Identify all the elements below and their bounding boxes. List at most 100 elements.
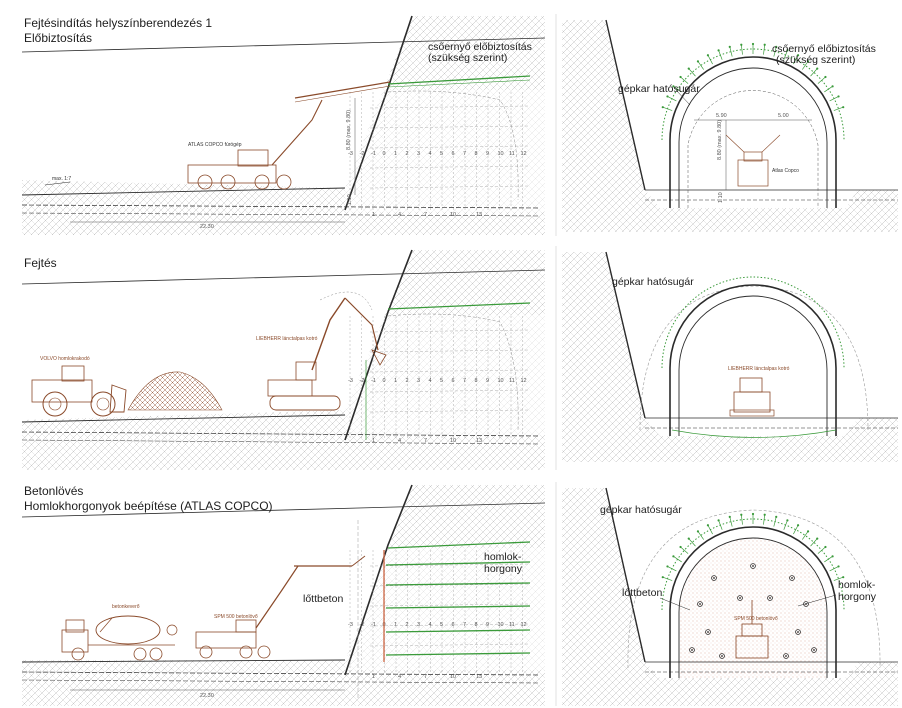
ring-number: 5: [440, 378, 443, 384]
liebherr-front-view: [729, 377, 775, 417]
ring-number-low: 1: [372, 212, 375, 218]
anchor-point-center: [785, 655, 787, 657]
pipe-tick-head: [763, 43, 766, 46]
ring-number: 0: [383, 151, 386, 157]
pipe-tick-head: [831, 555, 834, 558]
radius-label: gépkar hatósugár: [612, 276, 694, 288]
invert-line-2: [21, 212, 541, 217]
pipe-umbrella-ticks: [661, 512, 845, 581]
pipe-tick: [824, 86, 833, 93]
pipe-tick: [667, 96, 677, 102]
shotcrete-label: lőttbeton: [622, 587, 662, 599]
invert-line: [21, 431, 541, 437]
tunnel-outer-ring: [669, 526, 837, 678]
pipe-tick-head: [696, 530, 700, 533]
ring-number-low: 1: [372, 438, 375, 444]
pipe-tick-head: [751, 42, 755, 46]
pipe-tick-head: [717, 49, 720, 52]
pipe-label-1: csőernyő előbiztosítás: [772, 43, 876, 55]
pipe-tick-head: [679, 545, 682, 549]
pipe-tick: [802, 61, 809, 70]
grid-line: [369, 623, 531, 627]
panel-5-subtitle: Homlokhorgonyok beépítése (ATLAS COPCO): [24, 499, 273, 513]
grid-line: [369, 369, 531, 373]
dimension-length: 22.30: [200, 224, 214, 230]
pipe-tick: [833, 106, 844, 111]
ring-number: -2: [360, 378, 365, 384]
tunnel-outer-ring: [669, 284, 837, 436]
anchor-point: [811, 647, 817, 653]
face-anchor-points: [689, 563, 817, 659]
ring-number: 4: [429, 622, 432, 628]
pipe-tick-head: [672, 85, 675, 88]
tunnel-zone: [345, 548, 545, 670]
anchor-label-2: horgony: [484, 563, 523, 575]
pipe-tick: [810, 538, 818, 547]
ring-number: 12: [521, 378, 527, 384]
anchor-point-center: [699, 603, 701, 605]
mixer-label: betonkeverő: [112, 604, 140, 610]
pipe-tick-head: [728, 515, 731, 518]
pipe-tick-head: [824, 75, 827, 79]
pipe-tick-head: [687, 67, 690, 70]
loader-label: VOLVO homlokrakodó: [40, 356, 90, 362]
terrain-line: [21, 269, 546, 285]
pipe-tick: [662, 576, 673, 581]
radius-arc: [387, 313, 519, 431]
ring-number-low: 10: [450, 438, 456, 444]
anchor-point-center: [721, 655, 723, 657]
drill-rig-label: ATLAS COPCO fúrógép: [188, 142, 242, 148]
pipe-tick: [802, 531, 809, 540]
pipe-tick: [817, 546, 826, 554]
ground-line: [21, 187, 346, 196]
grid-line: [369, 329, 531, 333]
ring-number-low: 13: [476, 212, 482, 218]
slope-line: [605, 19, 646, 191]
pipe-tick: [718, 50, 723, 60]
pipe-tick: [833, 576, 844, 581]
terrain-line: [21, 37, 546, 53]
sprayer-label: SPM 500 betonlövő: [214, 614, 258, 620]
dimension-left: 5.90: [716, 113, 727, 119]
pipe-tick-head: [775, 45, 778, 48]
ring-number-low: 10: [450, 674, 456, 680]
pipe-tick-head: [661, 576, 664, 579]
ring-number: 3: [417, 151, 420, 157]
anchor-point: [789, 575, 795, 581]
pipe-tick-head: [786, 49, 789, 52]
ring-number: 9: [486, 151, 489, 157]
pipe-tick: [763, 514, 766, 525]
ring-number: -2: [360, 151, 365, 157]
invert-line: [21, 671, 541, 676]
pipe-tick: [707, 55, 713, 65]
liebherr-excavator: [267, 291, 387, 411]
radius-leader: [675, 89, 691, 106]
ring-number: 2: [406, 151, 409, 157]
grid-line: [369, 583, 531, 587]
ring-number-low: 7: [424, 438, 427, 444]
ring-number: 6: [452, 378, 455, 384]
shotcrete-leader: [659, 597, 691, 611]
grid-line: [369, 389, 531, 393]
rock-mass: [562, 252, 898, 462]
slope-line: [605, 487, 646, 663]
ring-number: 9: [486, 378, 489, 384]
ring-number: 12: [521, 151, 527, 157]
ring-number-low: 10: [450, 212, 456, 218]
pipe-tick: [773, 46, 777, 57]
anchor-point: [689, 647, 695, 653]
slope-line: [605, 251, 646, 419]
pipe-tick: [829, 566, 839, 572]
anchor-point: [719, 653, 725, 659]
pipe-tick-head: [816, 67, 819, 70]
anchor-label-2: horgony: [838, 591, 877, 603]
pipe-tick: [783, 520, 788, 530]
anchor-point: [783, 653, 789, 659]
pipe-tick: [773, 516, 777, 527]
ground-line: [21, 414, 346, 423]
pipe-tick-head: [717, 519, 720, 522]
